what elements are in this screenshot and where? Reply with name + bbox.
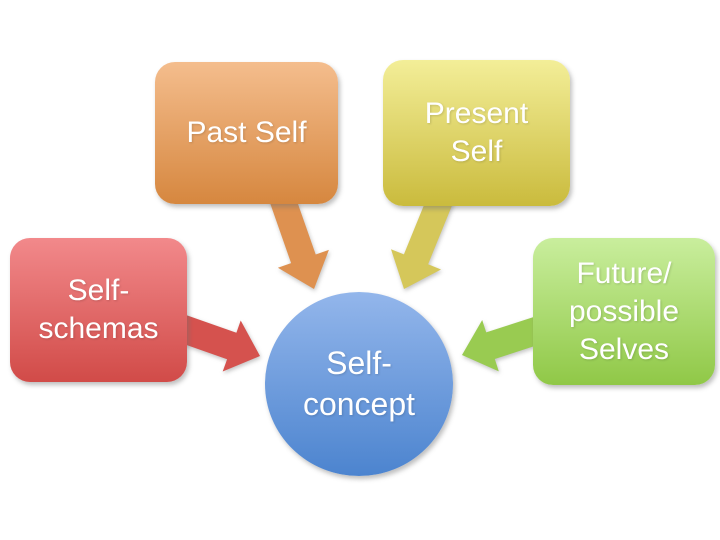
node-present-self-label-line1: Present — [424, 97, 529, 130]
arrow-past-self-to-self-concept — [267, 187, 329, 289]
arrow-future-possible-selves-to-self-concept — [462, 314, 550, 372]
node-future-possible-selves-label-line3: Selves — [578, 332, 670, 366]
node-self-schemas-label-line1: Self- — [67, 274, 130, 307]
arrow-self-schemas-to-self-concept — [167, 311, 260, 372]
node-past-self: Past Self — [155, 62, 338, 204]
node-future-possible-selves: Future/ possible Selves — [533, 238, 715, 385]
node-present-self-label-line2: Self — [450, 135, 503, 168]
arrow-present-self-to-self-concept — [391, 188, 456, 289]
node-self-concept: Self- concept — [265, 292, 453, 476]
node-self-schemas-label-line2: schemas — [38, 312, 159, 345]
node-self-concept-label-line1: Self- — [326, 345, 392, 381]
node-future-possible-selves-label-line1: Future/ — [576, 256, 672, 290]
node-present-self: Present Self — [383, 60, 570, 206]
node-self-schemas: Self- schemas — [10, 238, 187, 382]
node-past-self-label-line1: Past Self — [186, 116, 307, 149]
node-future-possible-selves-label-line2: possible — [568, 294, 680, 328]
node-self-concept-label-line2: concept — [302, 386, 416, 422]
